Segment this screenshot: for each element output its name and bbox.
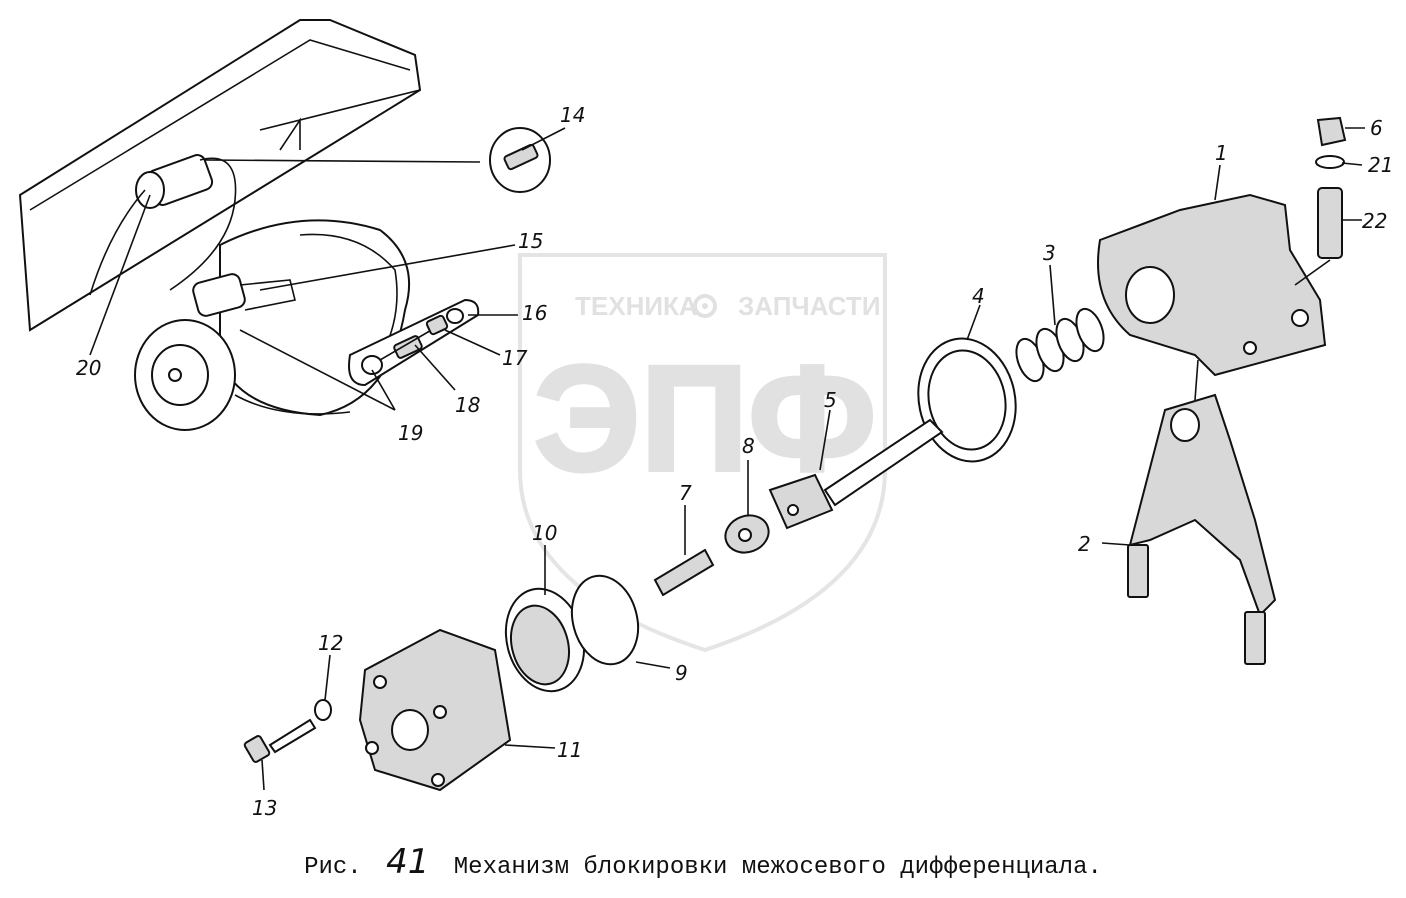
gear-icon [693, 294, 717, 318]
caption-prefix: Рис. [304, 854, 362, 881]
leader-lines [89, 127, 1365, 791]
figure-caption: Рис. 41 Механизм блокировки межосевого д… [0, 842, 1406, 882]
label-2: 2 [1078, 532, 1091, 556]
watermark-text-left: ТЕХНИКА [575, 291, 698, 321]
label-18: 18 [455, 393, 480, 417]
valve-plate [348, 298, 480, 387]
part-8-nut [724, 514, 770, 554]
label-14: 14 [560, 103, 585, 127]
label-20: 20 [76, 356, 101, 380]
label-4: 4 [972, 284, 985, 308]
part-12-washer [314, 699, 332, 721]
label-9: 9 [675, 661, 688, 685]
part-7-spring [653, 548, 715, 597]
watermark-text-right: ЗАПЧАСТИ [738, 291, 881, 321]
part-3-spring [1015, 307, 1105, 383]
parts-6-21-22 [1294, 116, 1347, 286]
label-7: 7 [679, 481, 692, 505]
label-16: 16 [522, 301, 547, 325]
part-14-fitting [489, 127, 551, 193]
label-8: 8 [742, 434, 755, 458]
axle-housing [134, 219, 411, 431]
label-12: 12 [318, 631, 343, 655]
label-22: 22 [1362, 209, 1387, 233]
frame-rail [18, 19, 422, 332]
solenoid-valve [89, 154, 481, 296]
part-4-gasket [917, 337, 1017, 463]
label-6: 6 [1370, 116, 1383, 140]
watermark-big-text: ЭПФ [534, 334, 877, 502]
part-13-bolt [243, 718, 317, 763]
watermark: ТЕХНИКА ЗАПЧАСТИ ЭПФ [518, 253, 887, 653]
part-1-housing [1097, 193, 1327, 377]
label-21: 21 [1368, 153, 1393, 177]
part-10-piston [504, 587, 586, 693]
part-5-rod [768, 418, 944, 530]
part-2-fork [1127, 359, 1277, 665]
label-13: 13 [252, 796, 277, 820]
part-labels: 1 2 3 4 5 6 7 8 9 10 11 12 13 14 15 16 1… [76, 103, 1393, 820]
label-1: 1 [1215, 141, 1228, 165]
caption-title: Механизм блокировки межосевого дифференц… [453, 854, 1102, 881]
part-11-cylinder [358, 628, 512, 792]
label-19: 19 [398, 421, 423, 445]
label-15: 15 [518, 229, 543, 253]
label-11: 11 [557, 738, 582, 762]
label-17: 17 [502, 346, 528, 370]
caption-number: 41 [386, 842, 430, 882]
label-3: 3 [1043, 241, 1056, 265]
part-9-ring [570, 574, 640, 666]
label-10: 10 [532, 521, 557, 545]
label-5: 5 [824, 388, 837, 412]
